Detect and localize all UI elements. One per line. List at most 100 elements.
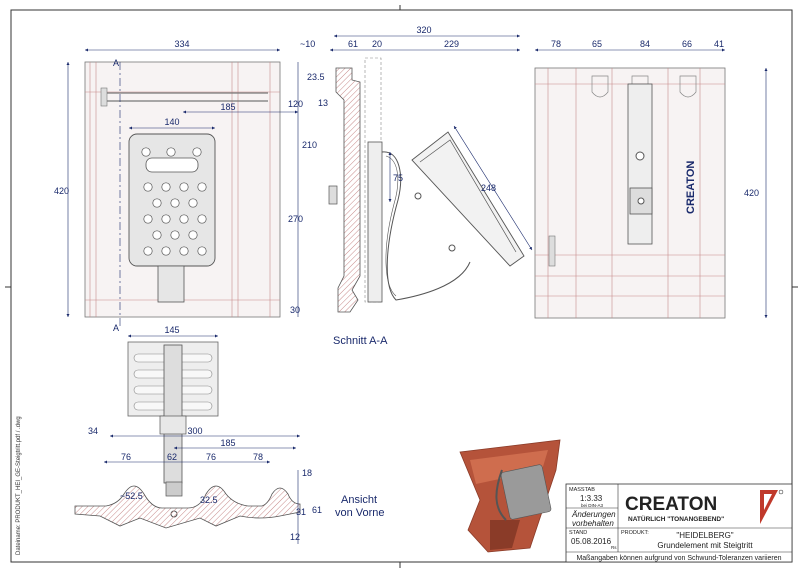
section-bolt-lower (448, 244, 456, 252)
tb-stand-value: 05.08.2016 (571, 537, 612, 546)
dim-78-elev: 78 (253, 452, 263, 462)
dim-back-65: 65 (592, 39, 602, 49)
dim-back-84: 84 (640, 39, 650, 49)
product-name: "HEIDELBERG" (676, 531, 733, 540)
dim-300: 300 (187, 426, 202, 436)
dim-line-248 (453, 125, 533, 251)
back-lug-right (679, 75, 697, 98)
tb-massstab-label: MASSTAB (569, 487, 595, 493)
section-bolt-upper (414, 192, 422, 200)
dim-12: 12 (290, 532, 300, 542)
section-tile-profile (335, 67, 361, 313)
back-mount-rail (627, 83, 653, 245)
plate-hole (197, 214, 207, 224)
dim-23-5: 23.5 (307, 72, 325, 82)
elevation-view (74, 341, 301, 529)
dim-30: 30 (290, 305, 300, 315)
product-description: Grundelement mit Steigtritt (657, 541, 753, 550)
dim-13: 13 (318, 98, 328, 108)
tb-massstab-value: 1:3.33 (580, 494, 603, 503)
dim-185: 185 (220, 102, 235, 112)
elevation-caption-line2: von Vorne (335, 507, 385, 519)
tb-stand-rev: Rs (611, 545, 617, 550)
dim-140: 140 (164, 117, 179, 127)
tb-aenderungen-line2: vorbehalten (572, 519, 614, 528)
dim-76-right: 76 (206, 452, 216, 462)
back-bracket-bolt (637, 197, 645, 205)
back-brand-vertical: CREATON (685, 161, 697, 214)
plate-hole (161, 246, 171, 256)
section-support-arm (381, 151, 471, 301)
plate-hole (161, 214, 171, 224)
tile-photo-shadow (490, 520, 520, 550)
dim-34: 34 (88, 426, 98, 436)
back-view: CREATON (534, 67, 726, 319)
plate-hole (188, 230, 198, 240)
section-caption: Schnitt A-A (333, 335, 388, 347)
elevation-tile-profile (74, 485, 301, 529)
plate-hole (188, 198, 198, 208)
tile-photo-arm (495, 469, 507, 521)
section-step-tread (411, 131, 525, 267)
plate-hole (152, 198, 162, 208)
front-view: A A (84, 58, 281, 333)
title-block-frame (565, 483, 793, 563)
brand-registered-icon (778, 489, 784, 495)
dim-248: 248 (481, 183, 496, 193)
tile-photo-highlight (470, 450, 548, 484)
section-fastener (328, 185, 338, 205)
title-block: MASSTAB 1:3.33 bei DIN-A3 Änderungen vor… (565, 483, 793, 563)
dim-back-420: 420 (744, 188, 759, 198)
tile-photo-step (500, 464, 552, 520)
dim-32-5: 32.5 (200, 495, 218, 505)
brand-mark-icon-stripe (764, 494, 772, 510)
dim-20: 20 (372, 39, 382, 49)
dim-back-41: 41 (714, 39, 724, 49)
dim-320: 320 (416, 25, 431, 35)
back-bolt (635, 151, 645, 161)
dim-back-78: 78 (551, 39, 561, 49)
plate-hole (179, 246, 189, 256)
dim-height-420: 420 (54, 186, 69, 196)
dim-back-66: 66 (682, 39, 692, 49)
tb-produkt-label: PRODUKT: (621, 530, 649, 536)
elevation-view-dimensions: 145 300 185 34 76 62 76 78 ~52.5 32.5 18… (88, 325, 385, 544)
dim-62: 62 (167, 452, 177, 462)
plate-hole (141, 147, 151, 157)
product-illustration (459, 439, 561, 553)
tb-stand-label: STAND (569, 530, 587, 536)
dim-75: 75 (393, 173, 403, 183)
elevation-clamp-top (159, 415, 187, 435)
back-lug-left (591, 75, 609, 98)
tb-aenderungen-line1: Änderungen (571, 510, 616, 519)
section-marker-bottom: A (113, 323, 119, 333)
dim-approx-10: ~10 (300, 39, 315, 49)
dim-width-334: 334 (174, 39, 189, 49)
dim-76-left: 76 (121, 452, 131, 462)
plate-hole (170, 230, 180, 240)
plate-hole (170, 198, 180, 208)
dim-229: 229 (444, 39, 459, 49)
plate-hole (143, 182, 153, 192)
plate-hole (143, 214, 153, 224)
dim-185-elev: 185 (220, 438, 235, 448)
tb-massstab-note: bei DIN-A3 (581, 503, 604, 508)
drawing-frame (10, 9, 793, 563)
plate-hole (192, 147, 202, 157)
step-mount-bracket (157, 265, 185, 303)
plate-hole (179, 214, 189, 224)
plate-hole (179, 182, 189, 192)
elevation-caption-line1: Ansicht (341, 494, 377, 506)
plate-hole (143, 246, 153, 256)
dim-210: 210 (302, 140, 317, 150)
dim-31: 31 (296, 507, 306, 517)
front-view-dimensions: 334 420 185 140 120 210 270 30 (54, 39, 317, 317)
step-plate-holes (141, 147, 207, 256)
plate-hole (152, 230, 162, 240)
brand-tagline: NATÜRLICH "TONANGEBEND" (628, 514, 724, 523)
dim-18: 18 (302, 468, 312, 478)
elevation-clamp-bottom (165, 481, 183, 497)
dim-61-elev: 61 (312, 505, 322, 515)
side-file-note: Dateiname: PRODUKT_HEI_GE-Steigtritt.pdf… (16, 416, 22, 555)
